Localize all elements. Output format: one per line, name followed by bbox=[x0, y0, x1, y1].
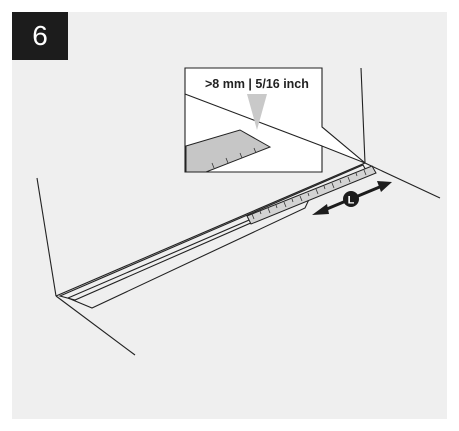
callout-tile-ticks bbox=[211, 147, 257, 169]
arrow-head-left bbox=[312, 204, 329, 215]
step-number-badge: 6 bbox=[12, 12, 68, 60]
arrow-head-right bbox=[377, 181, 392, 192]
left-wall-corner-line bbox=[36, 177, 57, 297]
right-wall-corner-line bbox=[360, 67, 366, 164]
right-floor-edge-line bbox=[364, 162, 441, 199]
left-floor-edge-line bbox=[55, 295, 136, 356]
gap-indicator-arrow bbox=[247, 94, 267, 130]
measuring-tape bbox=[246, 165, 377, 225]
length-marker-badge bbox=[343, 191, 359, 207]
profile-strip-outline bbox=[58, 164, 368, 301]
callout-wall-line bbox=[184, 93, 323, 147]
tape-ticks bbox=[251, 169, 367, 220]
tape-body bbox=[246, 165, 377, 225]
detail-callout: >8 mm | 5/16 inch bbox=[184, 67, 366, 173]
length-arrow: L bbox=[312, 181, 392, 215]
length-marker-label: L bbox=[348, 195, 355, 207]
profile-strip-inner bbox=[66, 191, 314, 309]
callout-tile-edge bbox=[185, 129, 272, 173]
back-wall-base-line bbox=[55, 162, 366, 297]
gap-measurement-label: >8 mm | 5/16 inch bbox=[205, 77, 309, 91]
